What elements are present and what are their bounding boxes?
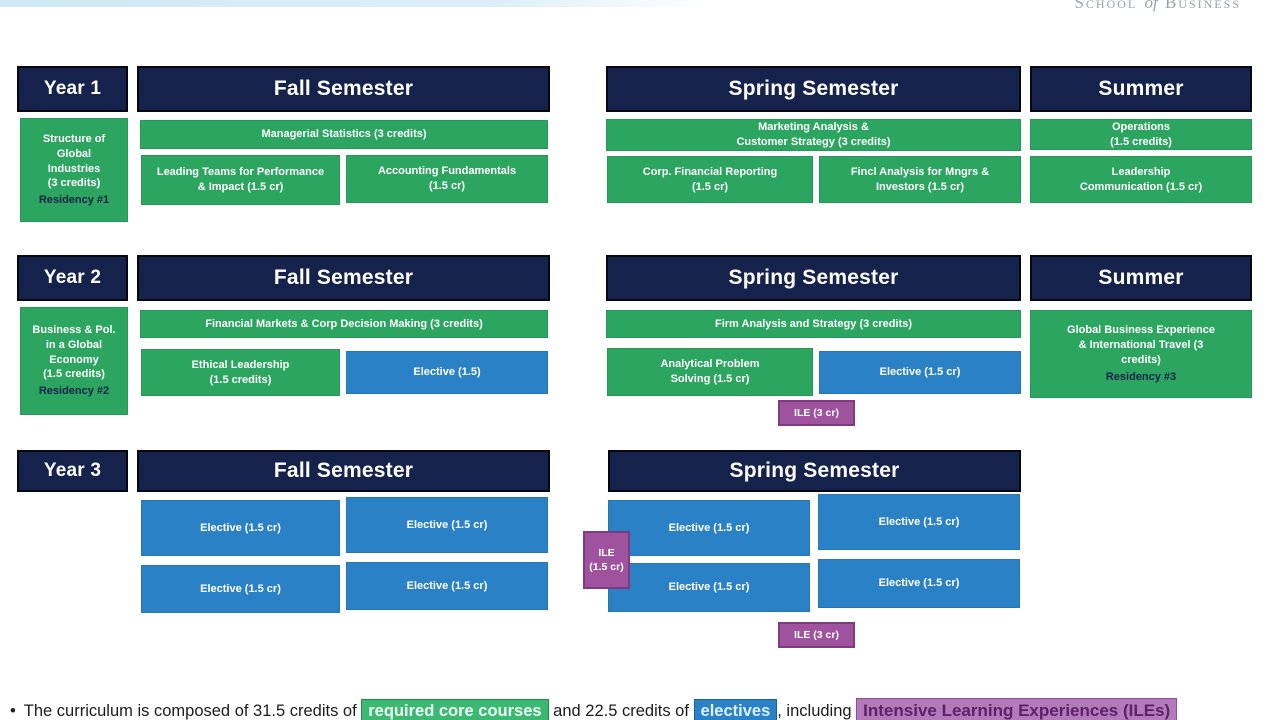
year2-ile-block: ILE (3 cr) xyxy=(778,400,855,426)
required-core-courses-highlight: required core courses xyxy=(361,699,549,720)
residency-label: Residency #1 xyxy=(38,194,110,207)
electives-highlight: electives xyxy=(693,699,778,720)
year2-fall-elective-block: Elective (1.5) xyxy=(346,351,548,394)
year1-fall-course-block: Accounting Fundamentals (1.5 cr) xyxy=(346,155,548,203)
year3-fall-elective-block: Elective (1.5 cr) xyxy=(346,562,548,610)
year3-fall-elective-block: Elective (1.5 cr) xyxy=(141,500,340,556)
year1-spring-course-block: Fincl Analysis for Mngrs & Investors (1.… xyxy=(819,156,1021,203)
year1-fall-course-block: Leading Teams for Performance & Impact (… xyxy=(141,155,340,205)
residency-label: Residency #3 xyxy=(1105,370,1177,383)
year2-spring-course-block: Analytical Problem Solving (1.5 cr) xyxy=(607,348,813,396)
year3-spring-elective-block: Elective (1.5 cr) xyxy=(818,559,1020,608)
year1-fall-course-block: Managerial Statistics (3 credits) xyxy=(140,120,548,149)
year2-header: Year 2 xyxy=(17,255,128,301)
year2-summer-residency-block: Global Business Experience & Internation… xyxy=(1030,310,1252,398)
year1-spring-semester-header: Spring Semester xyxy=(606,66,1021,112)
year2-spring-semester-header: Spring Semester xyxy=(606,255,1021,301)
year3-ile-block: ILE (1.5 cr) xyxy=(583,531,630,589)
year3-fall-elective-block: Elective (1.5 cr) xyxy=(141,565,340,613)
bullet-icon: • xyxy=(10,702,16,720)
course-title: Global Business Experience & Internation… xyxy=(1067,324,1215,366)
year3-fall-elective-block: Elective (1.5 cr) xyxy=(346,497,548,553)
year2-spring-course-block: Firm Analysis and Strategy (3 credits) xyxy=(606,310,1021,338)
year1-summer-header: Summer xyxy=(1030,66,1252,112)
year3-header: Year 3 xyxy=(17,450,128,492)
year2-fall-course-block: Financial Markets & Corp Decision Making… xyxy=(140,310,548,338)
year3-ile-block: ILE (3 cr) xyxy=(778,622,855,648)
year2-residency-course-block: Business & Pol. in a Global Economy (1.5… xyxy=(20,307,128,415)
brand-of: of xyxy=(1144,0,1158,12)
year1-summer-course-block: Leadership Communication (1.5 cr) xyxy=(1030,156,1252,203)
year2-fall-semester-header: Fall Semester xyxy=(137,255,550,301)
course-title: Business & Pol. in a Global Economy (1.5… xyxy=(32,323,116,381)
footnote-text: and 22.5 credits of xyxy=(548,702,694,720)
residency-label: Residency #2 xyxy=(38,385,110,398)
year3-fall-semester-header: Fall Semester xyxy=(137,450,550,492)
year2-summer-header: Summer xyxy=(1030,255,1252,301)
course-title: Structure of Global Industries (3 credit… xyxy=(42,132,106,190)
year3-spring-semester-header: Spring Semester xyxy=(608,450,1021,492)
school-of-business-logo: School of Business xyxy=(1074,0,1241,13)
year1-spring-course-block: Marketing Analysis & Customer Strategy (… xyxy=(606,119,1021,151)
year2-fall-course-block: Ethical Leadership (1.5 credits) xyxy=(141,349,340,396)
year1-summer-course-block: Operations (1.5 credits) xyxy=(1030,119,1252,150)
year1-fall-semester-header: Fall Semester xyxy=(137,66,550,112)
brand-word: Business xyxy=(1164,0,1241,12)
top-accent-bar xyxy=(0,0,710,7)
curriculum-footnote: • The curriculum is composed of 31.5 cred… xyxy=(10,698,1275,720)
footnote-text: The curriculum is composed of 31.5 credi… xyxy=(23,702,362,720)
year3-spring-elective-block: Elective (1.5 cr) xyxy=(608,563,810,612)
ile-highlight: Intensive Learning Experiences (ILEs) xyxy=(856,698,1178,720)
year2-spring-elective-block: Elective (1.5 cr) xyxy=(819,351,1021,394)
year3-spring-elective-block: Elective (1.5 cr) xyxy=(818,494,1020,550)
year1-residency-course-block: Structure of Global Industries (3 credit… xyxy=(20,118,128,222)
year1-header: Year 1 xyxy=(17,66,128,112)
brand-word: School xyxy=(1074,0,1138,12)
year1-spring-course-block: Corp. Financial Reporting (1.5 cr) xyxy=(607,156,813,203)
footnote-text: , including xyxy=(777,702,857,720)
year3-spring-elective-block: Elective (1.5 cr) xyxy=(608,500,810,556)
